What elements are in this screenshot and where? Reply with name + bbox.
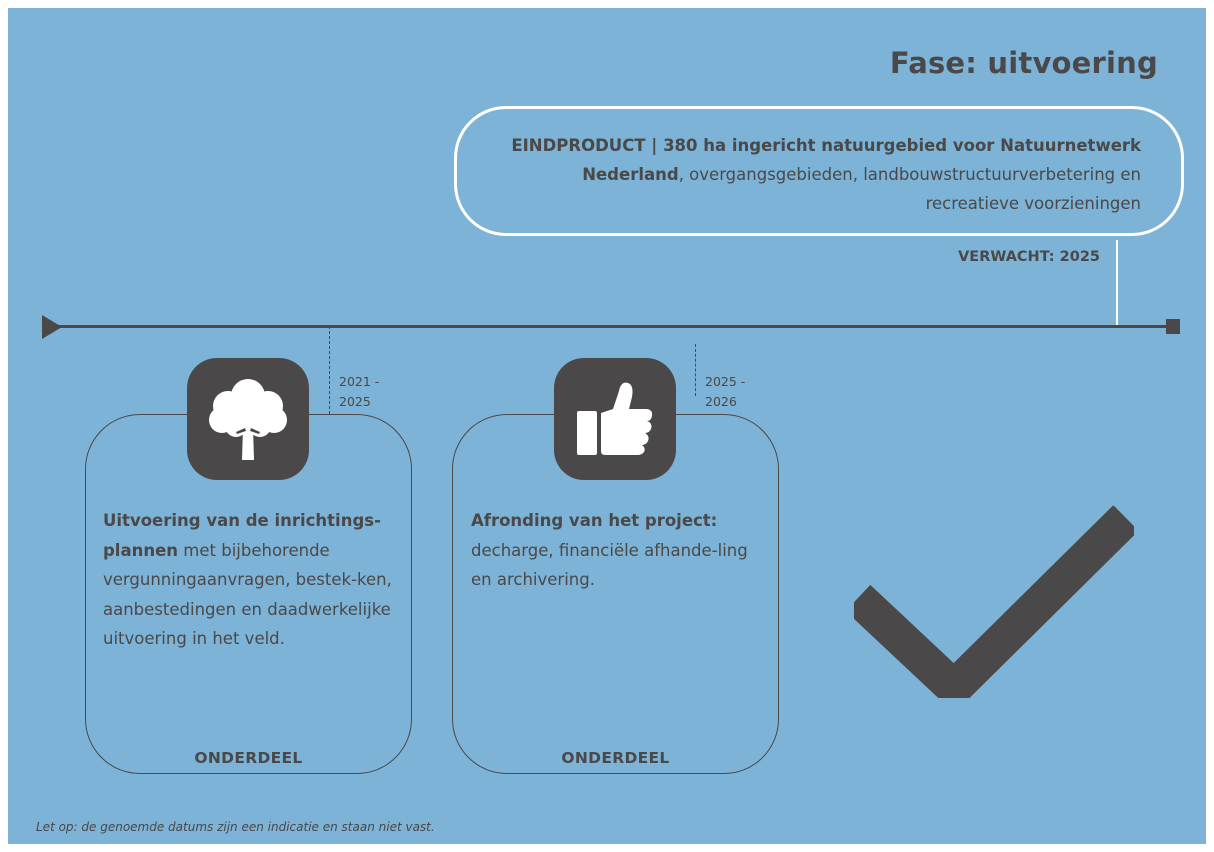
step-1-date-dash	[329, 326, 330, 414]
step-2-text: decharge, financiële afhande-ling en arc…	[471, 540, 748, 590]
thumbs-up-icon	[577, 382, 653, 455]
step-1-date-line-1: 2021 -	[339, 374, 380, 389]
step-1-footer: ONDERDEEL	[194, 749, 303, 767]
eindproduct-text: EINDPRODUCT | 380 ha ingericht natuurgeb…	[501, 131, 1141, 218]
timeline-start-arrow	[42, 315, 62, 339]
step-2-bold: Afronding van het project:	[471, 511, 718, 530]
checkmark-icon	[854, 505, 1134, 698]
step-1-bold: Uitvoering van de inrichtings-plannen	[103, 511, 381, 560]
step-1-icon-box	[187, 358, 309, 480]
step-2-date-line-1: 2025 -	[705, 374, 746, 389]
verwacht-label: VERWACHT: 2025	[958, 249, 1100, 265]
eindproduct-bold: EINDPRODUCT | 380 ha ingericht natuurgeb…	[511, 136, 1141, 184]
step-1-text: met bijbehorende vergunningaanvragen, be…	[103, 540, 392, 649]
tree-icon	[209, 379, 287, 460]
step-1-description: Uitvoering van de inrichtings-plannen me…	[103, 506, 403, 654]
footnote: Let op: de genoemde datums zijn een indi…	[36, 820, 435, 834]
timeline-end-marker	[1166, 319, 1180, 334]
step-2-date-dash	[695, 344, 696, 396]
verwacht-connector	[1116, 240, 1118, 326]
step-2-icon-box	[554, 358, 676, 480]
step-1-date-line-2: 2025	[339, 394, 371, 409]
step-2-date: 2025 - 2026	[705, 372, 745, 412]
step-2-description: Afronding van het project: decharge, fin…	[471, 506, 771, 595]
timeline-line	[44, 325, 1172, 328]
page-title: Fase: uitvoering	[889, 46, 1158, 80]
eindproduct-rest: , overgangsgebieden, landbouwstructuurve…	[678, 165, 1141, 213]
step-2-date-line-2: 2026	[705, 394, 737, 409]
step-1-date: 2021 - 2025	[339, 372, 379, 412]
step-2-footer: ONDERDEEL	[561, 749, 670, 767]
infographic-panel: Fase: uitvoering EINDPRODUCT | 380 ha in…	[8, 8, 1206, 844]
eindproduct-box: EINDPRODUCT | 380 ha ingericht natuurgeb…	[454, 106, 1184, 236]
